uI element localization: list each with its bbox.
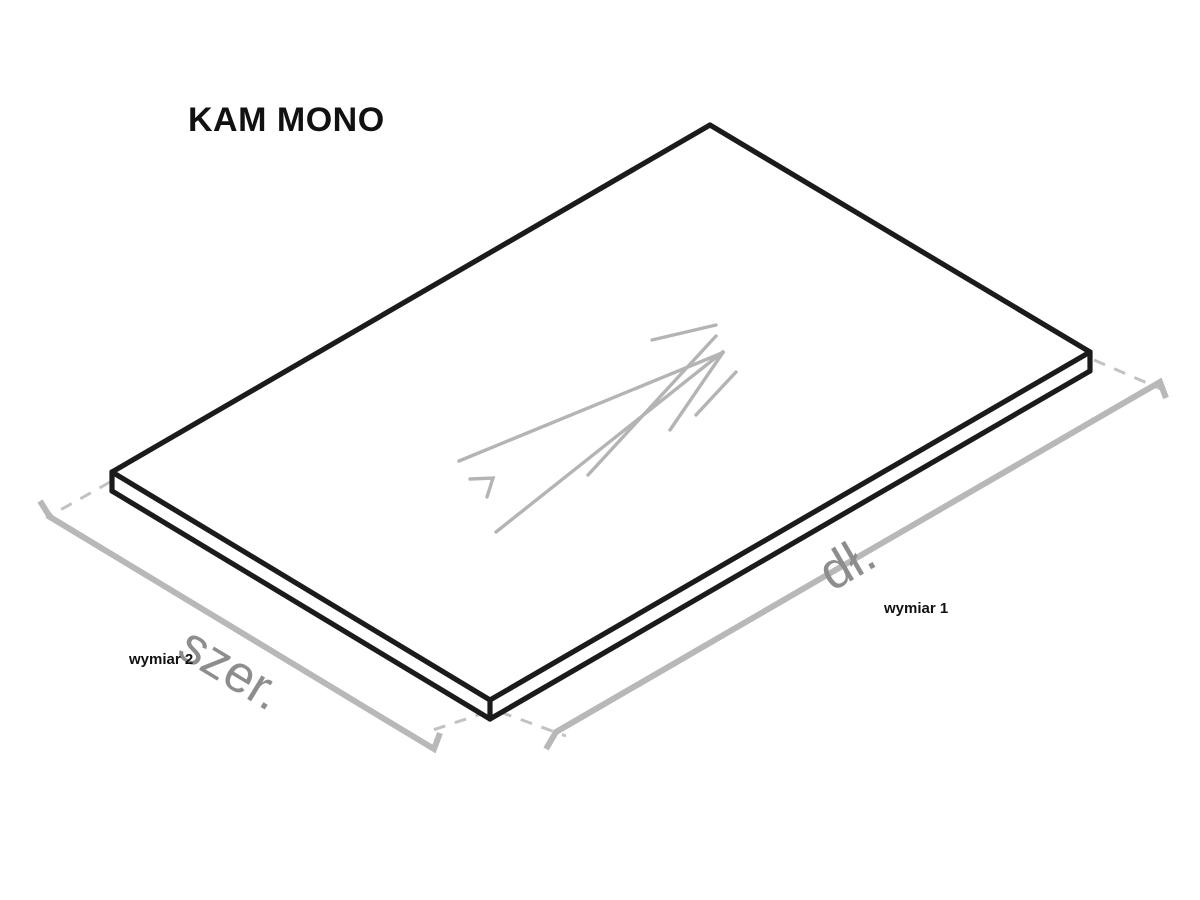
dimension-line-length (543, 377, 1169, 751)
slab-bottom-edge-left (109, 488, 493, 722)
slab-front-edge-left (109, 469, 493, 703)
dimension-lines (37, 377, 1169, 754)
witness-line-bottom-right (499, 710, 567, 738)
sheen-stroke-6 (468, 476, 496, 499)
sheen-stroke-2 (457, 351, 724, 463)
length-dimension-caption: wymiar 1 (884, 600, 949, 617)
surface-sheen-icon (457, 323, 738, 534)
width-abbrev-label: szer. (169, 616, 293, 723)
sheen-stroke-4 (650, 323, 718, 342)
slab-top-edge-left (109, 122, 713, 475)
slab-outlines (109, 122, 1093, 722)
witness-line-left-corner (45, 480, 111, 520)
sheen-stroke-1 (494, 349, 726, 534)
slab-side-face-left (112, 472, 490, 719)
sheen-stroke-3 (586, 334, 718, 477)
width-dimension-caption: wymiar 2 (129, 651, 194, 668)
slab-top-face (112, 125, 1090, 700)
slab-side-face-right (490, 352, 1090, 719)
length-abbrev-label: dł. (809, 525, 886, 603)
dimension-line-width (37, 499, 443, 754)
page-title: KAM MONO (188, 101, 385, 139)
witness-line-bottom-left (429, 710, 488, 733)
slab-bottom-edge-right (487, 368, 1093, 722)
slab-top-edge-right (707, 122, 1093, 355)
slab-front-edge-right (487, 349, 1093, 703)
slab-3d-icon (109, 122, 1093, 722)
sheen-stroke-5 (694, 370, 738, 417)
